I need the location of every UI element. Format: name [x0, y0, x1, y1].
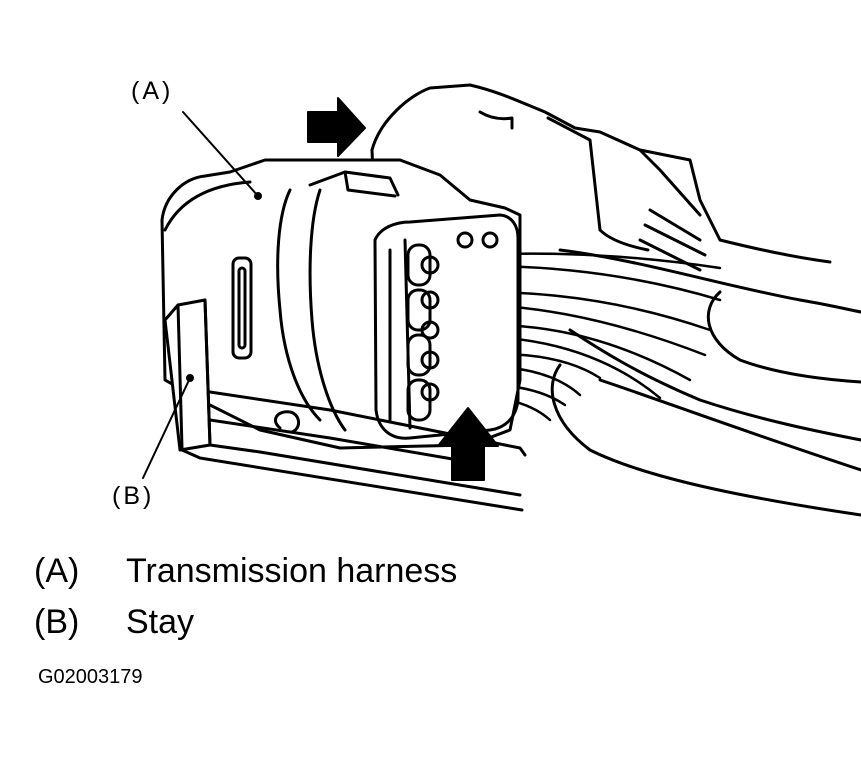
legend-row-b: (B) Stay: [34, 605, 194, 639]
leader-lines: [142, 111, 262, 479]
arrow-right-icon: [307, 97, 366, 157]
callout-a-label: (A): [131, 77, 174, 105]
leader-line-a: [182, 111, 259, 197]
push-arrows: [307, 97, 499, 481]
transmission-harness-connector: [160, 158, 522, 450]
legend-key: (A): [34, 552, 80, 590]
leader-line-b: [142, 377, 191, 479]
callout-b-label: (B): [112, 482, 155, 510]
harness-bundles: [550, 248, 861, 517]
legend-label: Stay: [126, 603, 195, 641]
legend-row-a: (A) Transmission harness: [34, 554, 457, 588]
arrow-up-icon: [437, 407, 499, 481]
legend-label: Transmission harness: [126, 552, 458, 590]
legend-key: (B): [34, 603, 80, 641]
figure-id: G02003179: [38, 666, 143, 688]
connector-illustration: [142, 83, 861, 517]
